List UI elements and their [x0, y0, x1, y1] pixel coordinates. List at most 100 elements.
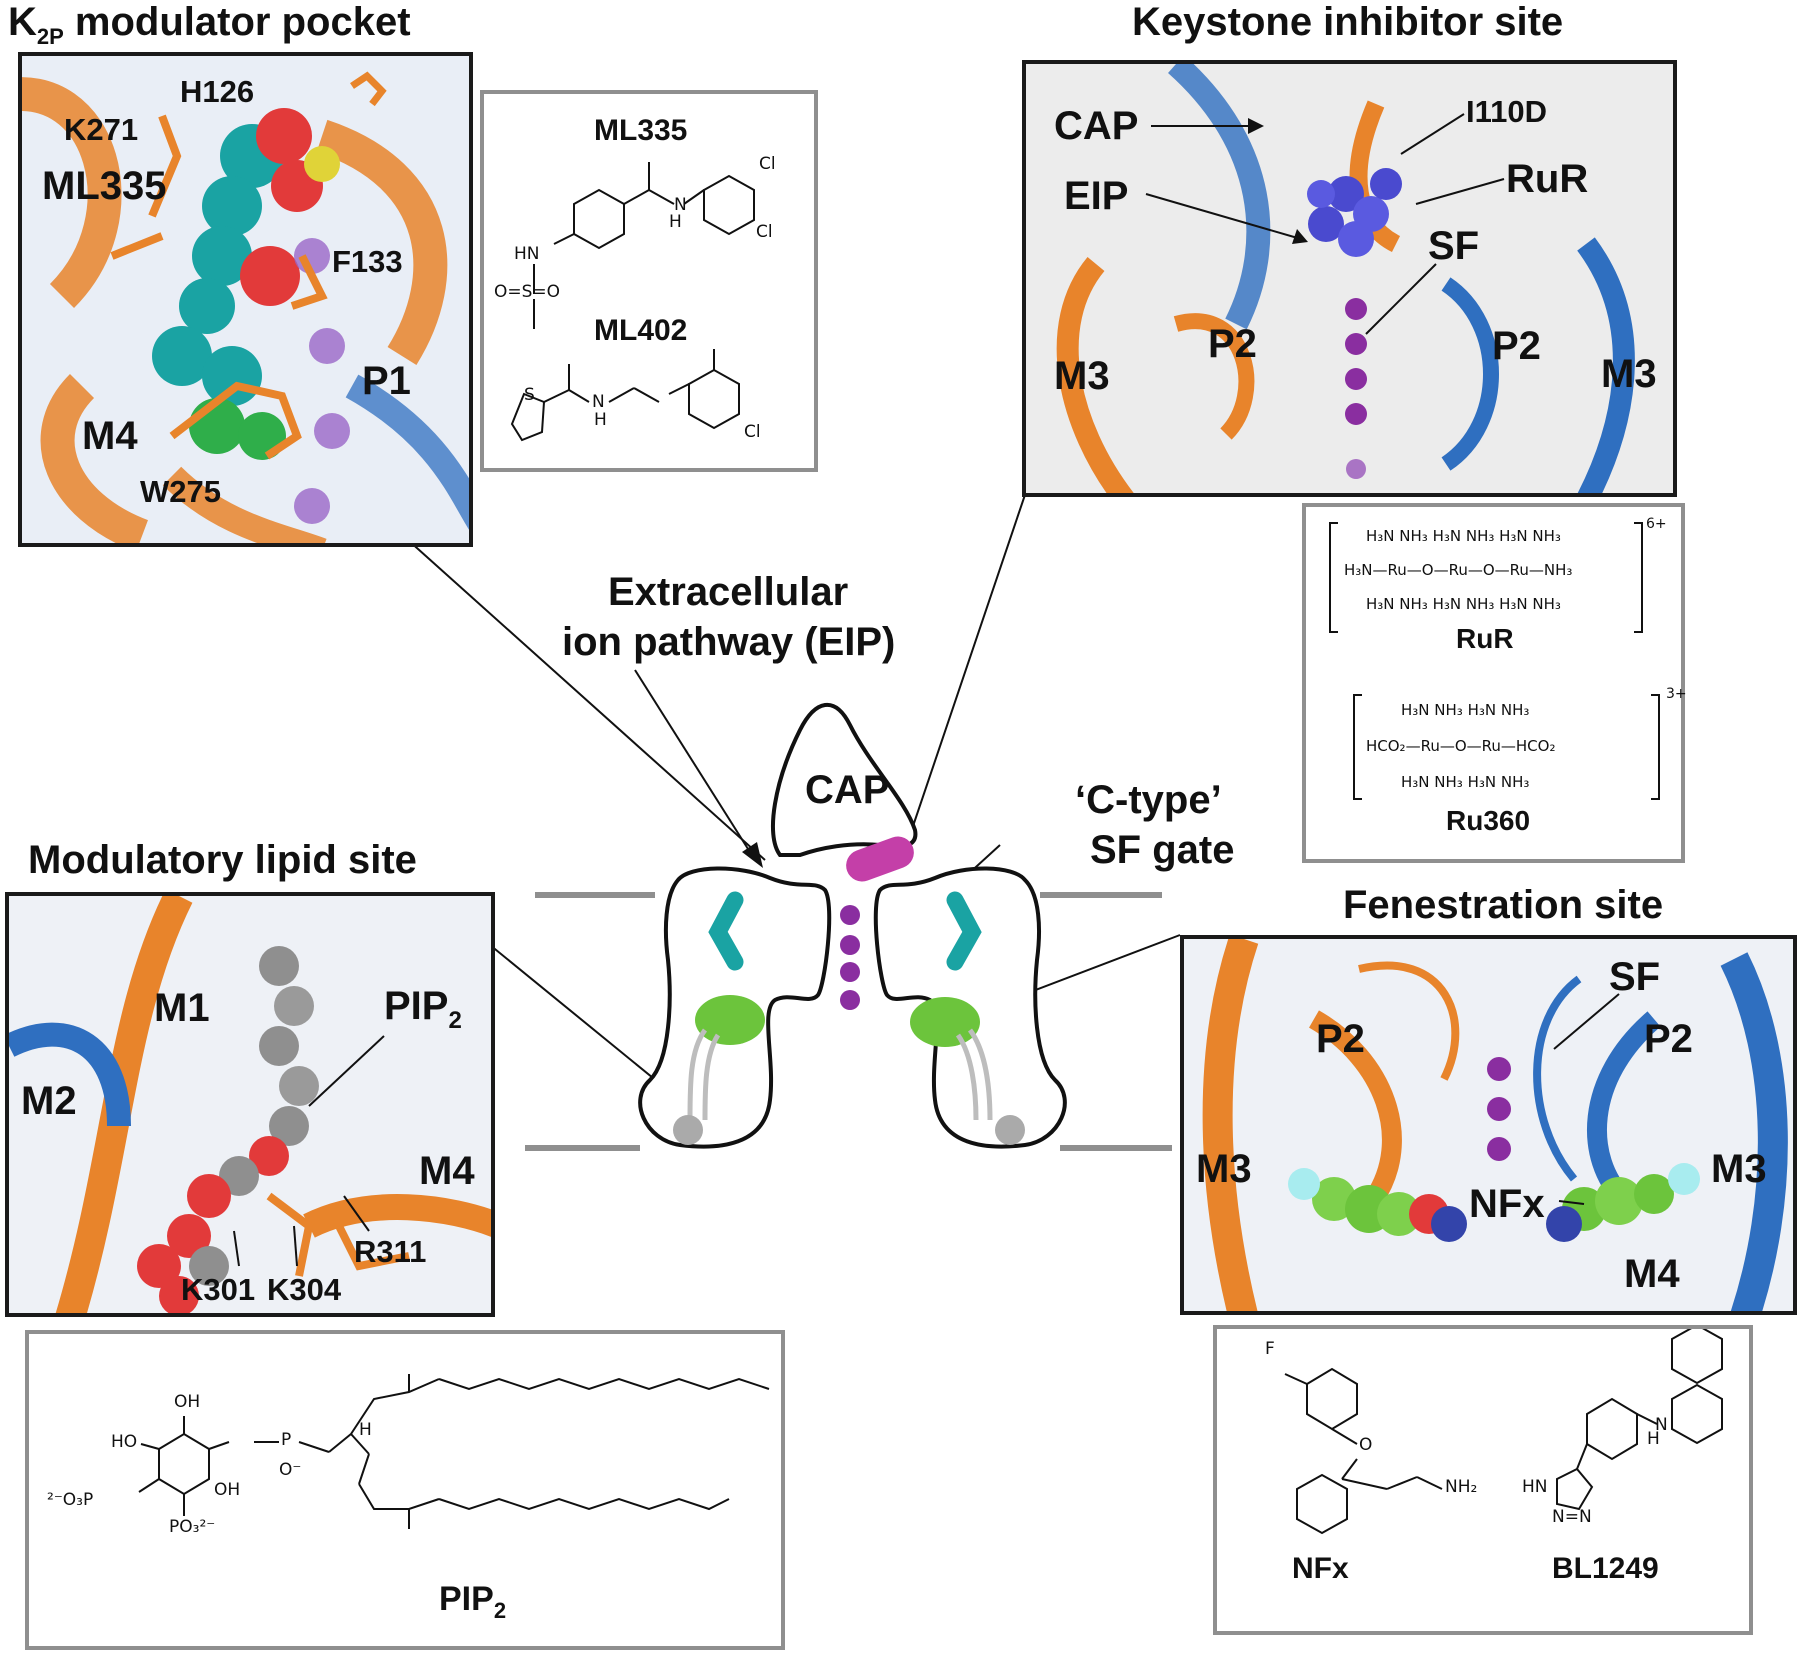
- pip2-skeleton: [138, 1374, 770, 1529]
- label-pip2-main: PIP: [384, 984, 449, 1028]
- rur-row2: H₃N—Ru—O—Ru—O—Ru—NH₃: [1344, 561, 1573, 579]
- title-k2p-pocket: K2P modulator pocket: [8, 2, 411, 48]
- label-p2-right: P2: [1644, 1017, 1693, 1061]
- compound-bl1249-name: BL1249: [1552, 1552, 1659, 1585]
- title-k2p-rest: modulator pocket: [63, 0, 411, 44]
- panel-lipid-site: M1 M2 M4 K301 K304 R311 PIP2: [5, 892, 495, 1317]
- panel-k2p-pocket: H126 K271 ML335 F133 P1 M4 W275: [18, 52, 473, 547]
- label-sf: SF: [1609, 955, 1661, 999]
- box-nfx-bl1249: F O NH₂ H N HN N=N NFx BL1249: [1213, 1325, 1753, 1635]
- label-pip2-sub: 2: [448, 1007, 462, 1034]
- label-nfx: NFx: [1469, 1182, 1545, 1226]
- label-sf: SF: [1428, 224, 1480, 268]
- pip-oh1: OH: [174, 1392, 201, 1412]
- ru360-row1: H₃N NH₃ H₃N NH₃: [1401, 701, 1530, 719]
- pip-po3: PO₃²⁻: [169, 1517, 216, 1537]
- ru360-row3: H₃N NH₃ H₃N NH₃: [1401, 773, 1530, 791]
- sf-ion: [840, 905, 860, 925]
- sf-ion: [840, 962, 860, 982]
- connector-keystone: [909, 479, 1031, 836]
- keystone-label-arrows: [1145, 113, 1505, 335]
- ml402-h: H: [594, 410, 607, 430]
- label-r311: R311: [354, 1234, 427, 1269]
- nfx-bl1249-skeleton: [1284, 1329, 1723, 1535]
- nfx-nh2: NH₂: [1445, 1477, 1478, 1497]
- lipid-tail-left-2: [702, 1033, 721, 1121]
- ml335-cl1: Cl: [759, 154, 776, 174]
- title-lipid-site: Modulatory lipid site: [28, 838, 417, 882]
- compound-ml335-name: ML335: [594, 114, 688, 147]
- rur-brackets: [1329, 522, 1660, 800]
- ctype-label-line2: SF gate: [1090, 828, 1235, 872]
- fenestration-marker-right: [910, 997, 980, 1047]
- eip-marker-right: [946, 891, 982, 971]
- bl-hn: HN: [1522, 1477, 1548, 1497]
- label-ml335: ML335: [42, 164, 167, 208]
- label-pip2: PIP2: [384, 986, 462, 1033]
- label-p2-left: P2: [1208, 322, 1257, 366]
- label-m3-left: M3: [1196, 1147, 1252, 1191]
- ru360-charge: 3+: [1666, 686, 1687, 702]
- nfx-f: F: [1265, 1339, 1275, 1359]
- box-ml335-ml402: ML335 H N Cl Cl HN O=S=O ML402 S N H Cl: [480, 90, 818, 472]
- pip-o-minus: O⁻: [279, 1460, 302, 1480]
- ctype-label-line1: ‘C-type’: [1075, 778, 1222, 822]
- compound-pip2-name: PIP2: [439, 1582, 506, 1622]
- keystone-structure-art: [1056, 64, 1635, 493]
- compound-rur-name: RuR: [1456, 623, 1514, 654]
- keystone-marker: [846, 836, 914, 882]
- lipid-label-lines: [233, 1035, 385, 1267]
- cap-label: CAP: [805, 768, 890, 812]
- bl-h: H: [1647, 1429, 1660, 1449]
- label-rur: RuR: [1506, 157, 1589, 201]
- label-i110d: I110D: [1466, 94, 1548, 129]
- pip-o3p: ²⁻O₃P: [47, 1490, 94, 1510]
- label-eip: EIP: [1064, 174, 1129, 218]
- lipid-head-right: [995, 1115, 1025, 1145]
- fenestration-label-lines: [1553, 993, 1620, 1205]
- connector-eip: [634, 669, 756, 861]
- lipid-tail-left: [687, 1028, 708, 1121]
- connector-k2p: [407, 539, 766, 861]
- eip-label-line2: ion pathway (EIP): [562, 620, 896, 664]
- cap-outline: [770, 703, 918, 857]
- rur-charge: 6+: [1646, 516, 1667, 532]
- ml402-cl: Cl: [744, 422, 761, 442]
- label-p2-left: P2: [1316, 1017, 1365, 1061]
- lipid-head-left: [673, 1115, 703, 1145]
- label-m4: M4: [82, 414, 138, 458]
- label-k304: K304: [267, 1272, 342, 1307]
- title-keystone: Keystone inhibitor site: [1132, 0, 1564, 44]
- compound-pip2-main: PIP: [439, 1580, 494, 1618]
- ml402-s: S: [524, 385, 535, 405]
- pip-ho: HO: [111, 1432, 138, 1452]
- fenestration-marker-left: [695, 995, 765, 1045]
- k2p-structure-art: [22, 71, 469, 543]
- sf-ion: [840, 935, 860, 955]
- label-p1: P1: [362, 359, 411, 403]
- compound-nfx-name: NFx: [1292, 1552, 1349, 1585]
- lipid-tail-right-2: [955, 1033, 979, 1121]
- label-w275: W275: [140, 474, 221, 509]
- panel-keystone: CAP EIP I110D RuR SF P2 P2 M3 M3: [1022, 60, 1677, 497]
- label-m4: M4: [419, 1149, 475, 1193]
- label-cap: CAP: [1054, 104, 1139, 148]
- ml335-cl2: Cl: [756, 222, 773, 242]
- ml402-n: N: [592, 392, 605, 412]
- label-m3-right: M3: [1601, 352, 1657, 396]
- panel-fenestration: SF P2 P2 M3 M3 NFx M4: [1180, 935, 1797, 1315]
- label-h126: H126: [180, 74, 255, 109]
- eip-marker-left: [708, 891, 744, 971]
- bl-n: N: [1655, 1415, 1668, 1435]
- ml335-n: N: [674, 195, 687, 215]
- ml335-so2: O=S=O: [494, 282, 561, 302]
- connector-lipid: [489, 944, 681, 1101]
- sf-ion: [840, 990, 860, 1010]
- ru360-row2: HCO₂—Ru—O—Ru—HCO₂: [1366, 737, 1556, 755]
- ml335-h: H: [669, 212, 682, 232]
- label-k271: K271: [64, 112, 139, 147]
- pip-p: P: [281, 1430, 292, 1450]
- compound-ml402-name: ML402: [594, 314, 688, 347]
- label-m4: M4: [1624, 1252, 1680, 1296]
- box-pip2: OH HO OH ²⁻O₃P PO₃²⁻ P O⁻ H PIP2: [25, 1330, 785, 1650]
